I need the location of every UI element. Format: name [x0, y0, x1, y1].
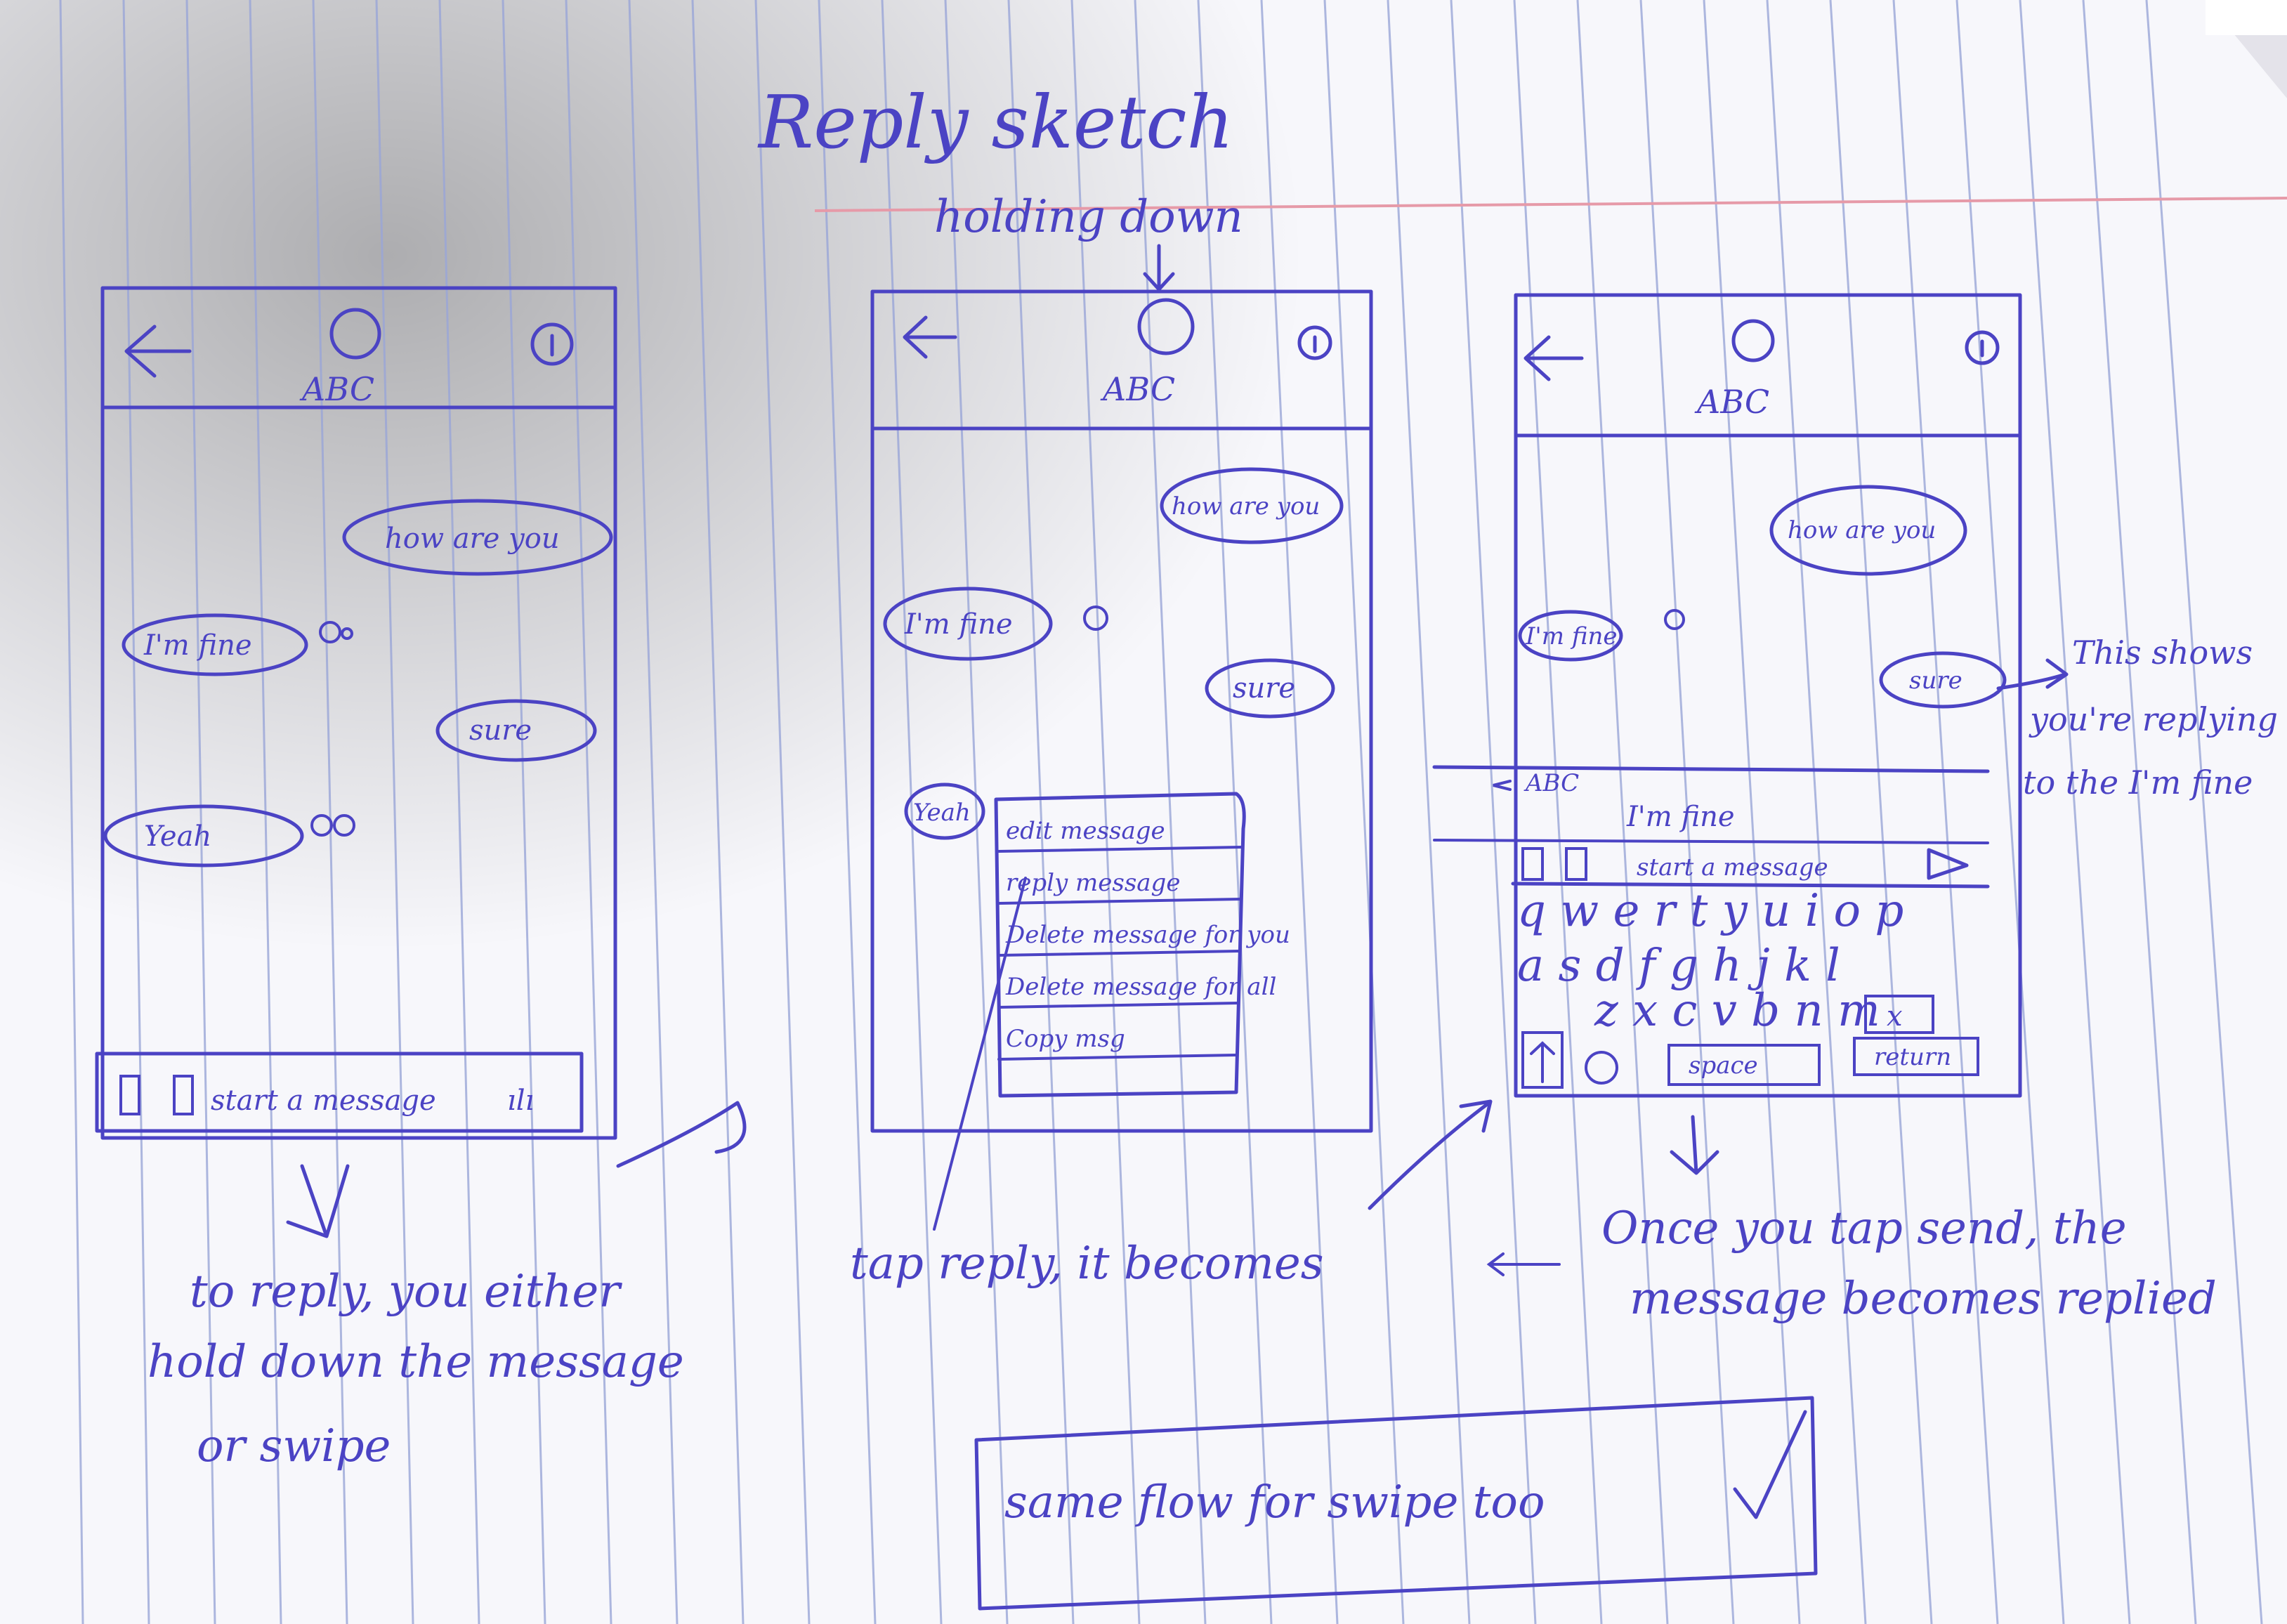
mic-icon[interactable]: ılı — [507, 1085, 534, 1117]
margin-line — [814, 197, 2287, 212]
note-center: tap reply, it becomes — [850, 1238, 1324, 1290]
note-bottom-right-1: Once you tap send, the — [1601, 1203, 2127, 1255]
menu-item-delete-for-all[interactable]: Delete message for all — [1005, 973, 1276, 1001]
message-bubble[interactable]: Yeah — [144, 820, 211, 853]
arrow-curve-2 — [1368, 1099, 1493, 1210]
back-arrow-icon — [1523, 335, 1584, 381]
ruled-lines — [59, 0, 2263, 1624]
arrow-left-small — [1486, 1252, 1561, 1276]
reply-preview-text: I'm fine — [1626, 801, 1735, 833]
menu-item-delete-for-you[interactable]: Delete message for you — [1005, 921, 1290, 949]
note-right-side-2: you're replying — [2029, 700, 2278, 738]
avatar-icon — [1731, 319, 1775, 362]
keyboard-row-2[interactable]: a s d f g h j k l — [1517, 940, 1840, 992]
message-bubble[interactable]: I'm fine — [904, 608, 1013, 641]
message-input[interactable]: start a message — [1637, 853, 1828, 882]
arrow-down — [286, 1164, 350, 1238]
phone-sketch-2: ABC how are you I'm fine sure Yeah edit … — [870, 289, 1373, 1231]
message-input[interactable]: start a message — [211, 1085, 436, 1117]
message-bubble[interactable]: how are you — [1172, 492, 1320, 520]
message-bubble[interactable]: sure — [469, 714, 532, 747]
menu-item-copy[interactable]: Copy msg — [1006, 1025, 1125, 1053]
space-label: space — [1689, 1052, 1758, 1080]
sheet-title: Reply sketch — [757, 79, 1233, 165]
note-bottom-right-2: message becomes replied — [1630, 1273, 2217, 1325]
shift-icon — [1530, 1041, 1555, 1083]
message-bubble[interactable]: I'm fine — [143, 629, 252, 662]
menu-item-edit[interactable]: edit message — [1006, 817, 1165, 845]
note-left-line-1: to reply, you either — [190, 1266, 622, 1318]
note-left-line-3: or swipe — [197, 1420, 391, 1472]
delete-key[interactable] — [1864, 995, 1934, 1034]
note-left-line-2: hold down the message — [148, 1336, 684, 1388]
message-bubble[interactable]: sure — [1233, 672, 1295, 705]
arrow-curve-1 — [616, 1101, 747, 1168]
context-menu: edit message reply message Delete messag… — [994, 792, 1290, 1098]
note-box-text: same flow for swipe too — [1004, 1476, 1545, 1528]
reply-preview-name: ABC — [1523, 769, 1579, 797]
return-label: return — [1874, 1043, 1951, 1071]
phone-sketch-3: ABC how are you I'm fine sure ABC I'm fi… — [1432, 293, 2022, 1098]
message-bubble[interactable]: how are you — [385, 523, 560, 555]
contact-name: ABC — [1694, 383, 1769, 421]
note-box — [974, 1396, 1818, 1611]
return-key[interactable] — [1853, 1037, 1979, 1076]
note-right-side-1: This shows — [2072, 634, 2253, 672]
phone-sketch-1: ABC how are you I'm fine sure Yeah start… — [95, 286, 617, 1140]
send-icon[interactable] — [1927, 848, 1969, 880]
message-bubble[interactable]: how are you — [1788, 516, 1936, 544]
emoji-icon[interactable] — [1585, 1051, 1618, 1085]
avatar-icon — [329, 308, 381, 360]
keyboard-row-1[interactable]: q w e r t y u i o p — [1517, 885, 1903, 937]
info-icon — [1965, 330, 2000, 365]
avatar-icon — [1137, 298, 1195, 355]
arrow-down-2 — [1670, 1115, 1719, 1175]
menu-item-reply[interactable]: reply message — [1006, 869, 1180, 897]
space-key[interactable] — [1667, 1044, 1821, 1086]
message-bubble[interactable]: I'm fine — [1525, 622, 1618, 650]
down-arrow-icon — [1143, 244, 1175, 292]
back-arrow-icon — [903, 315, 957, 359]
message-bubble[interactable]: sure — [1909, 667, 1962, 695]
holding-down-caption: holding down — [934, 191, 1243, 243]
info-icon — [530, 322, 574, 366]
message-bubble[interactable]: Yeah — [913, 799, 971, 827]
delete-icon: x — [1887, 1000, 1903, 1033]
shift-key[interactable] — [1521, 1031, 1564, 1089]
reply-arrow-icon — [1493, 780, 1512, 791]
back-arrow-icon — [124, 325, 192, 378]
arrow-to-note — [1996, 658, 2069, 690]
contact-name: ABC — [299, 370, 374, 408]
note-right-side-3: to the I'm fine — [2023, 764, 2253, 801]
checkmark-icon — [1733, 1410, 1807, 1519]
contact-name: ABC — [1100, 370, 1175, 408]
info-icon — [1297, 325, 1332, 360]
keyboard-row-3[interactable]: z x c v b n m — [1594, 985, 1880, 1037]
